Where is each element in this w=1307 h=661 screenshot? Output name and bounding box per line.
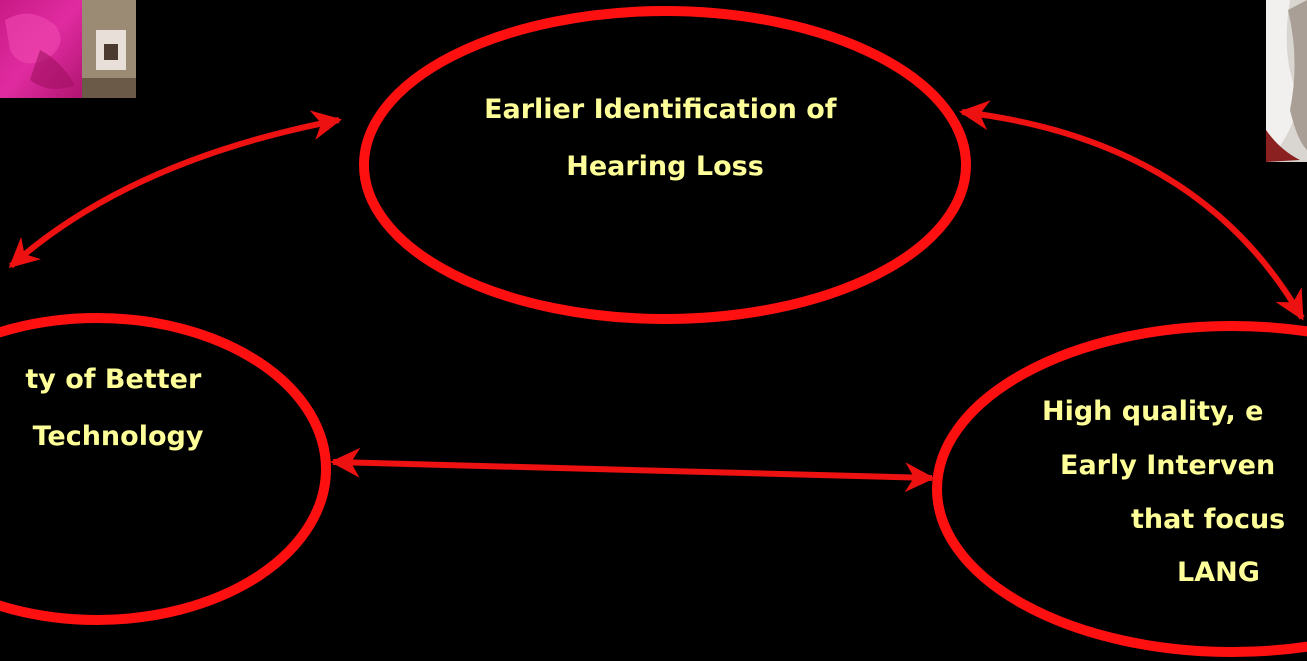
photo-top-right (1266, 0, 1307, 162)
node-top-label: Earlier Identification of Hearing Loss (484, 94, 846, 182)
node-right-line-4: LANG (1177, 557, 1260, 588)
arrow-top-left (8, 110, 342, 269)
node-right-label: High quality, e Early Interven that focu… (1042, 396, 1295, 588)
node-right-line-1: High quality, e (1042, 396, 1263, 427)
arrow-top-right (959, 100, 1305, 321)
node-top-line-2: Hearing Loss (566, 151, 764, 182)
arrow-bottom (330, 447, 935, 493)
node-left-line-2: Technology (33, 421, 204, 452)
photo-top-left (0, 0, 136, 98)
node-left-label: ty of Better Technology (25, 364, 210, 452)
node-right-line-2: Early Interven (1060, 450, 1275, 481)
node-right-line-3: that focus (1131, 504, 1285, 535)
node-right-ellipse (932, 321, 1307, 657)
node-left-line-1: ty of Better (25, 364, 202, 395)
node-left-ellipse (0, 313, 331, 625)
node-top-line-1: Earlier Identification of (484, 94, 837, 125)
